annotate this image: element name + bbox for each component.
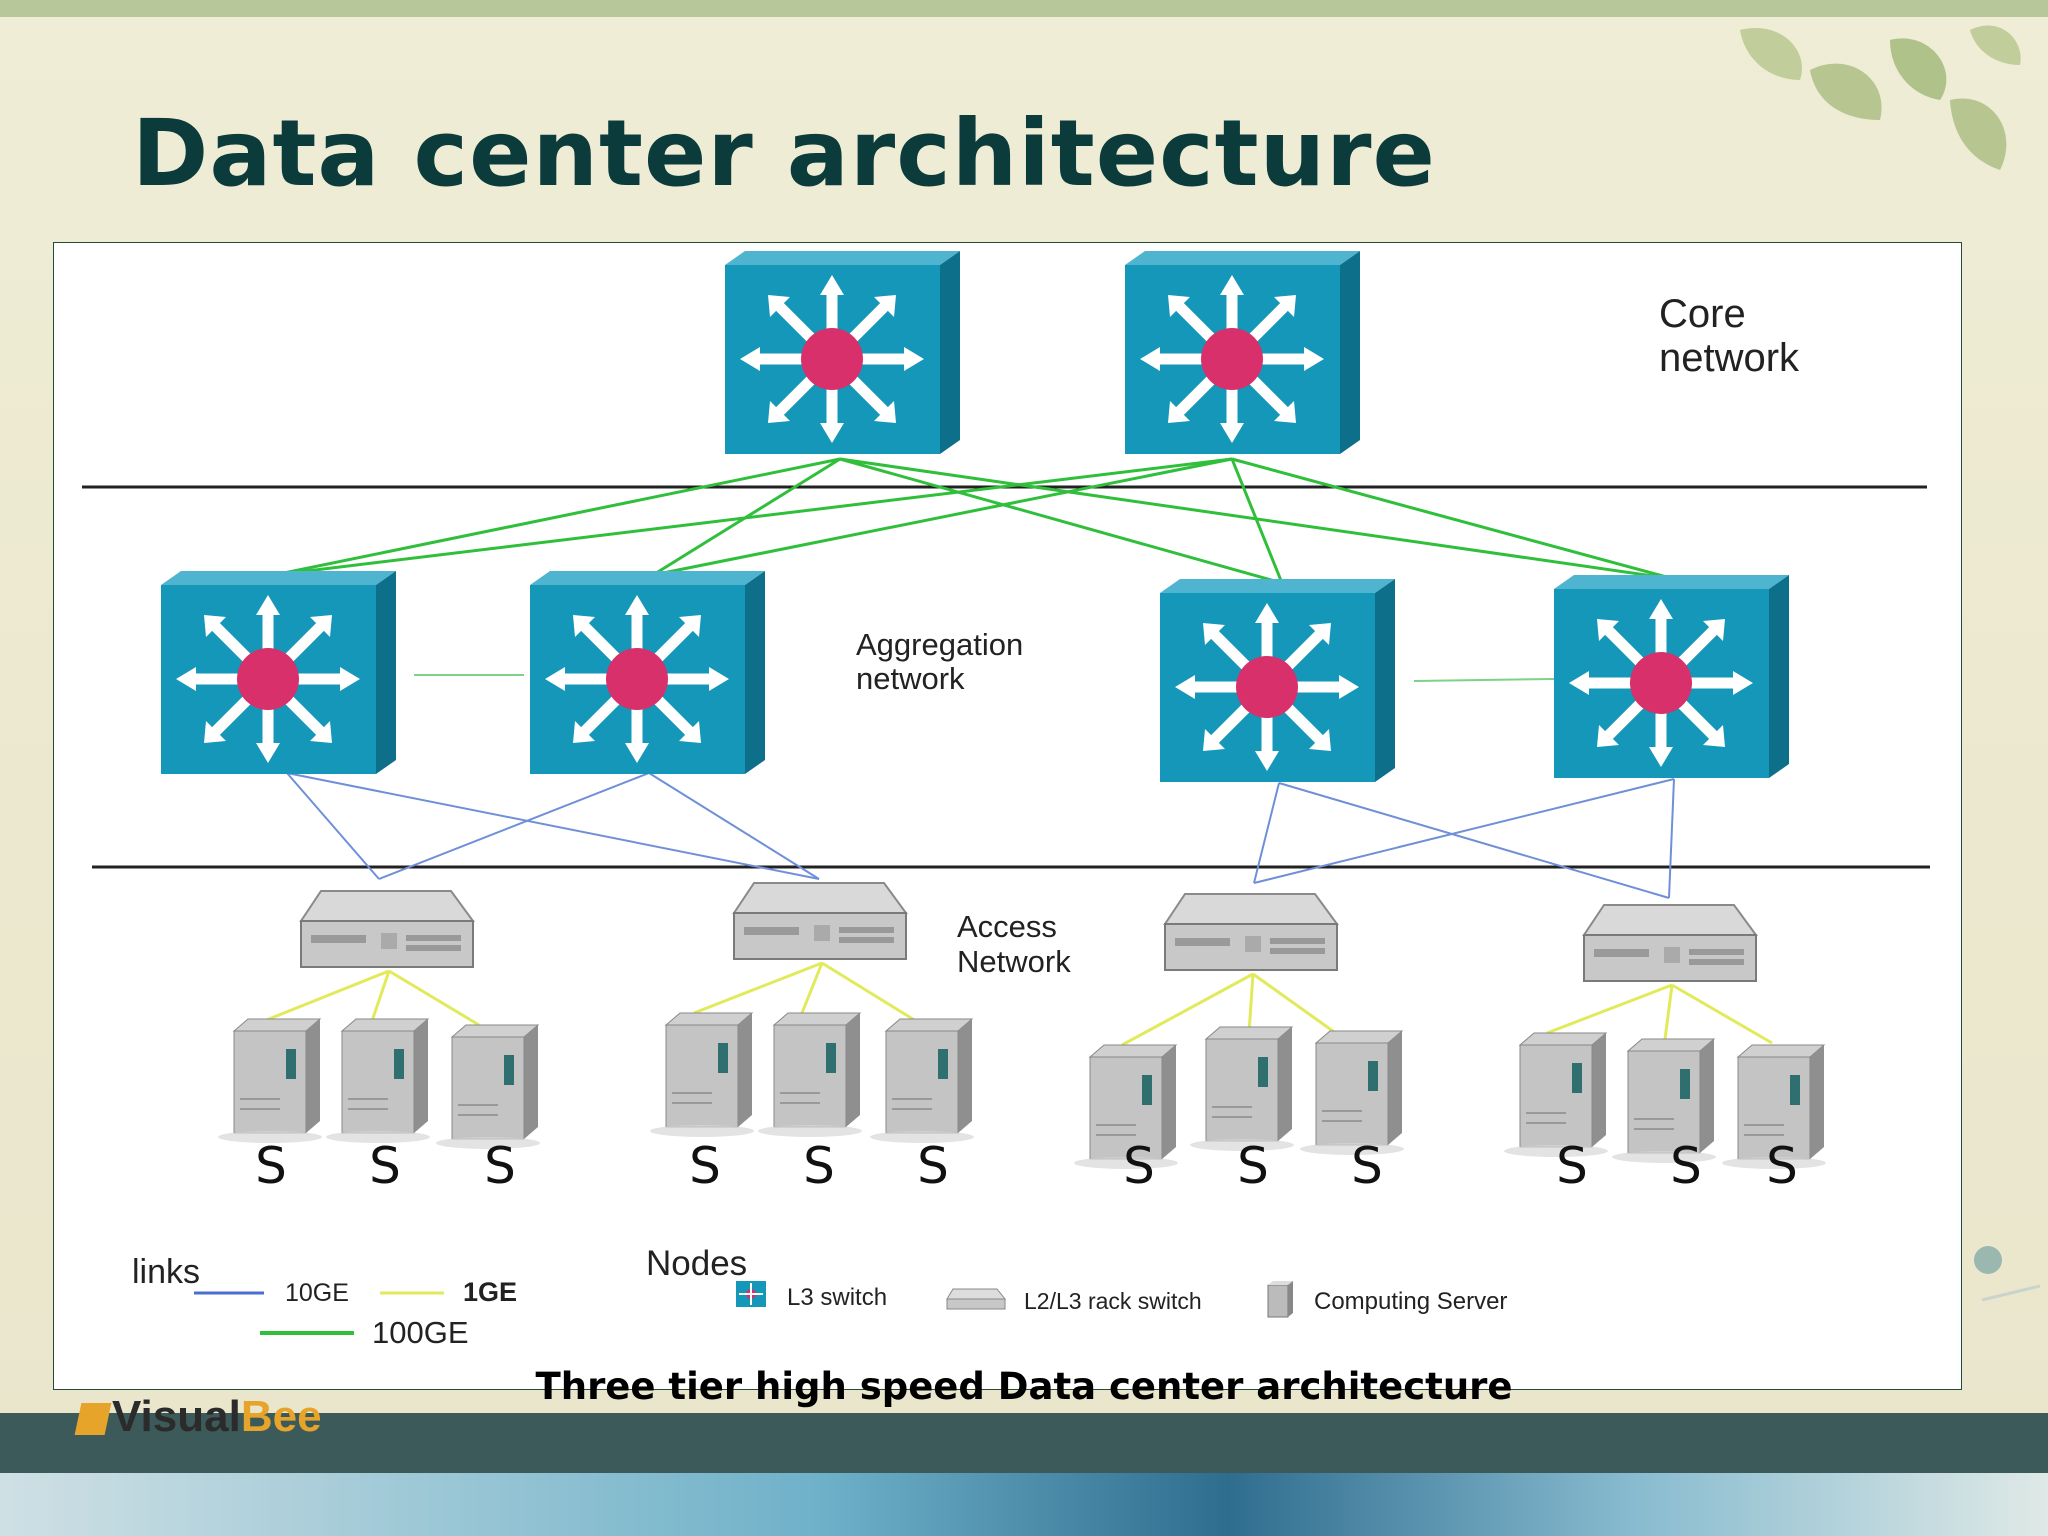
server-label: S [1670, 1137, 1702, 1195]
footer-decoration [0, 1473, 2048, 1536]
dot-decoration [1974, 1246, 2041, 1302]
logo-mark-icon [74, 1403, 112, 1435]
diagram-caption: Three tier high speed Data center archit… [535, 1365, 1513, 1408]
slide-title: Data center architecture [132, 100, 1436, 207]
nodes-legend: Nodes L3 switch L2/L3 rack switch Comput… [646, 1244, 1507, 1318]
aggregation-switch-2 [530, 571, 765, 774]
server-5 [757, 1012, 863, 1138]
server-label: S [917, 1137, 949, 1195]
legend-l3-switch-label: L3 switch [787, 1284, 887, 1311]
server-2 [325, 1018, 431, 1144]
server-label: S [803, 1137, 835, 1195]
server-label: S [369, 1137, 401, 1195]
rack-switch-3 [1164, 893, 1338, 971]
server-label: S [1237, 1137, 1269, 1195]
server-label: S [1556, 1137, 1588, 1195]
rack-switch-icon [946, 1288, 1007, 1310]
link-1ge-group [263, 961, 1773, 1047]
aggregation-label-line2: network [856, 661, 965, 696]
legend-rack-switch-label: L2/L3 rack switch [1024, 1288, 1202, 1314]
server-label: S [1766, 1137, 1798, 1195]
core-label-line1: Core [1659, 292, 1746, 336]
server-label: S [689, 1137, 721, 1195]
leaf-decoration [1740, 25, 2021, 170]
rack-switch-2 [733, 882, 907, 960]
core-label-line2: network [1659, 336, 1800, 380]
aggregation-switch-4 [1554, 575, 1789, 778]
visualbee-logo: VisualBee [74, 1392, 322, 1442]
legend-100ge-label: 100GE [372, 1315, 469, 1350]
access-label-line2: Network [957, 944, 1071, 979]
links-legend-title: links [132, 1253, 200, 1291]
server-3 [435, 1024, 541, 1150]
server-8 [1189, 1026, 1295, 1152]
legend-1ge-label: 1GE [463, 1277, 517, 1307]
top-accent-band [0, 0, 2048, 17]
architecture-diagram: S S S S S S S S S S S S Core network Agg… [82, 243, 1930, 1350]
logo-text-visual: Visual [112, 1392, 241, 1441]
access-label-line1: Access [957, 909, 1057, 944]
logo-text-bee: Bee [240, 1392, 322, 1441]
diagram-panel: S S S S S S S S S S S S Core network Agg… [53, 242, 1962, 1390]
legend-10ge-label: 10GE [285, 1279, 349, 1307]
bottom-band [0, 1413, 2048, 1473]
rack-switch-1 [300, 890, 474, 968]
core-switch-2 [1125, 251, 1360, 454]
aggregation-switch-3 [1160, 579, 1395, 782]
aggregation-switch-1 [161, 571, 396, 774]
rack-switch-4 [1583, 904, 1757, 982]
core-switch-1 [725, 251, 960, 454]
server-icon [1267, 1281, 1293, 1318]
nodes-legend-title: Nodes [646, 1244, 747, 1283]
server-label: S [1351, 1137, 1383, 1195]
link-100ge-group [273, 457, 1675, 585]
l3-switch-icon [736, 1281, 766, 1307]
server-1 [217, 1018, 323, 1144]
server-label: S [255, 1137, 287, 1195]
server-label: S [484, 1137, 516, 1195]
server-4 [649, 1012, 755, 1138]
link-10ge-group [286, 772, 1675, 899]
aggregation-peer-links [414, 674, 1555, 682]
legend-server-label: Computing Server [1314, 1288, 1507, 1315]
links-legend: links 10GE 1GE 100GE [132, 1253, 517, 1350]
server-6 [869, 1018, 975, 1144]
aggregation-label-line1: Aggregation [856, 627, 1023, 662]
server-label: S [1123, 1137, 1155, 1195]
